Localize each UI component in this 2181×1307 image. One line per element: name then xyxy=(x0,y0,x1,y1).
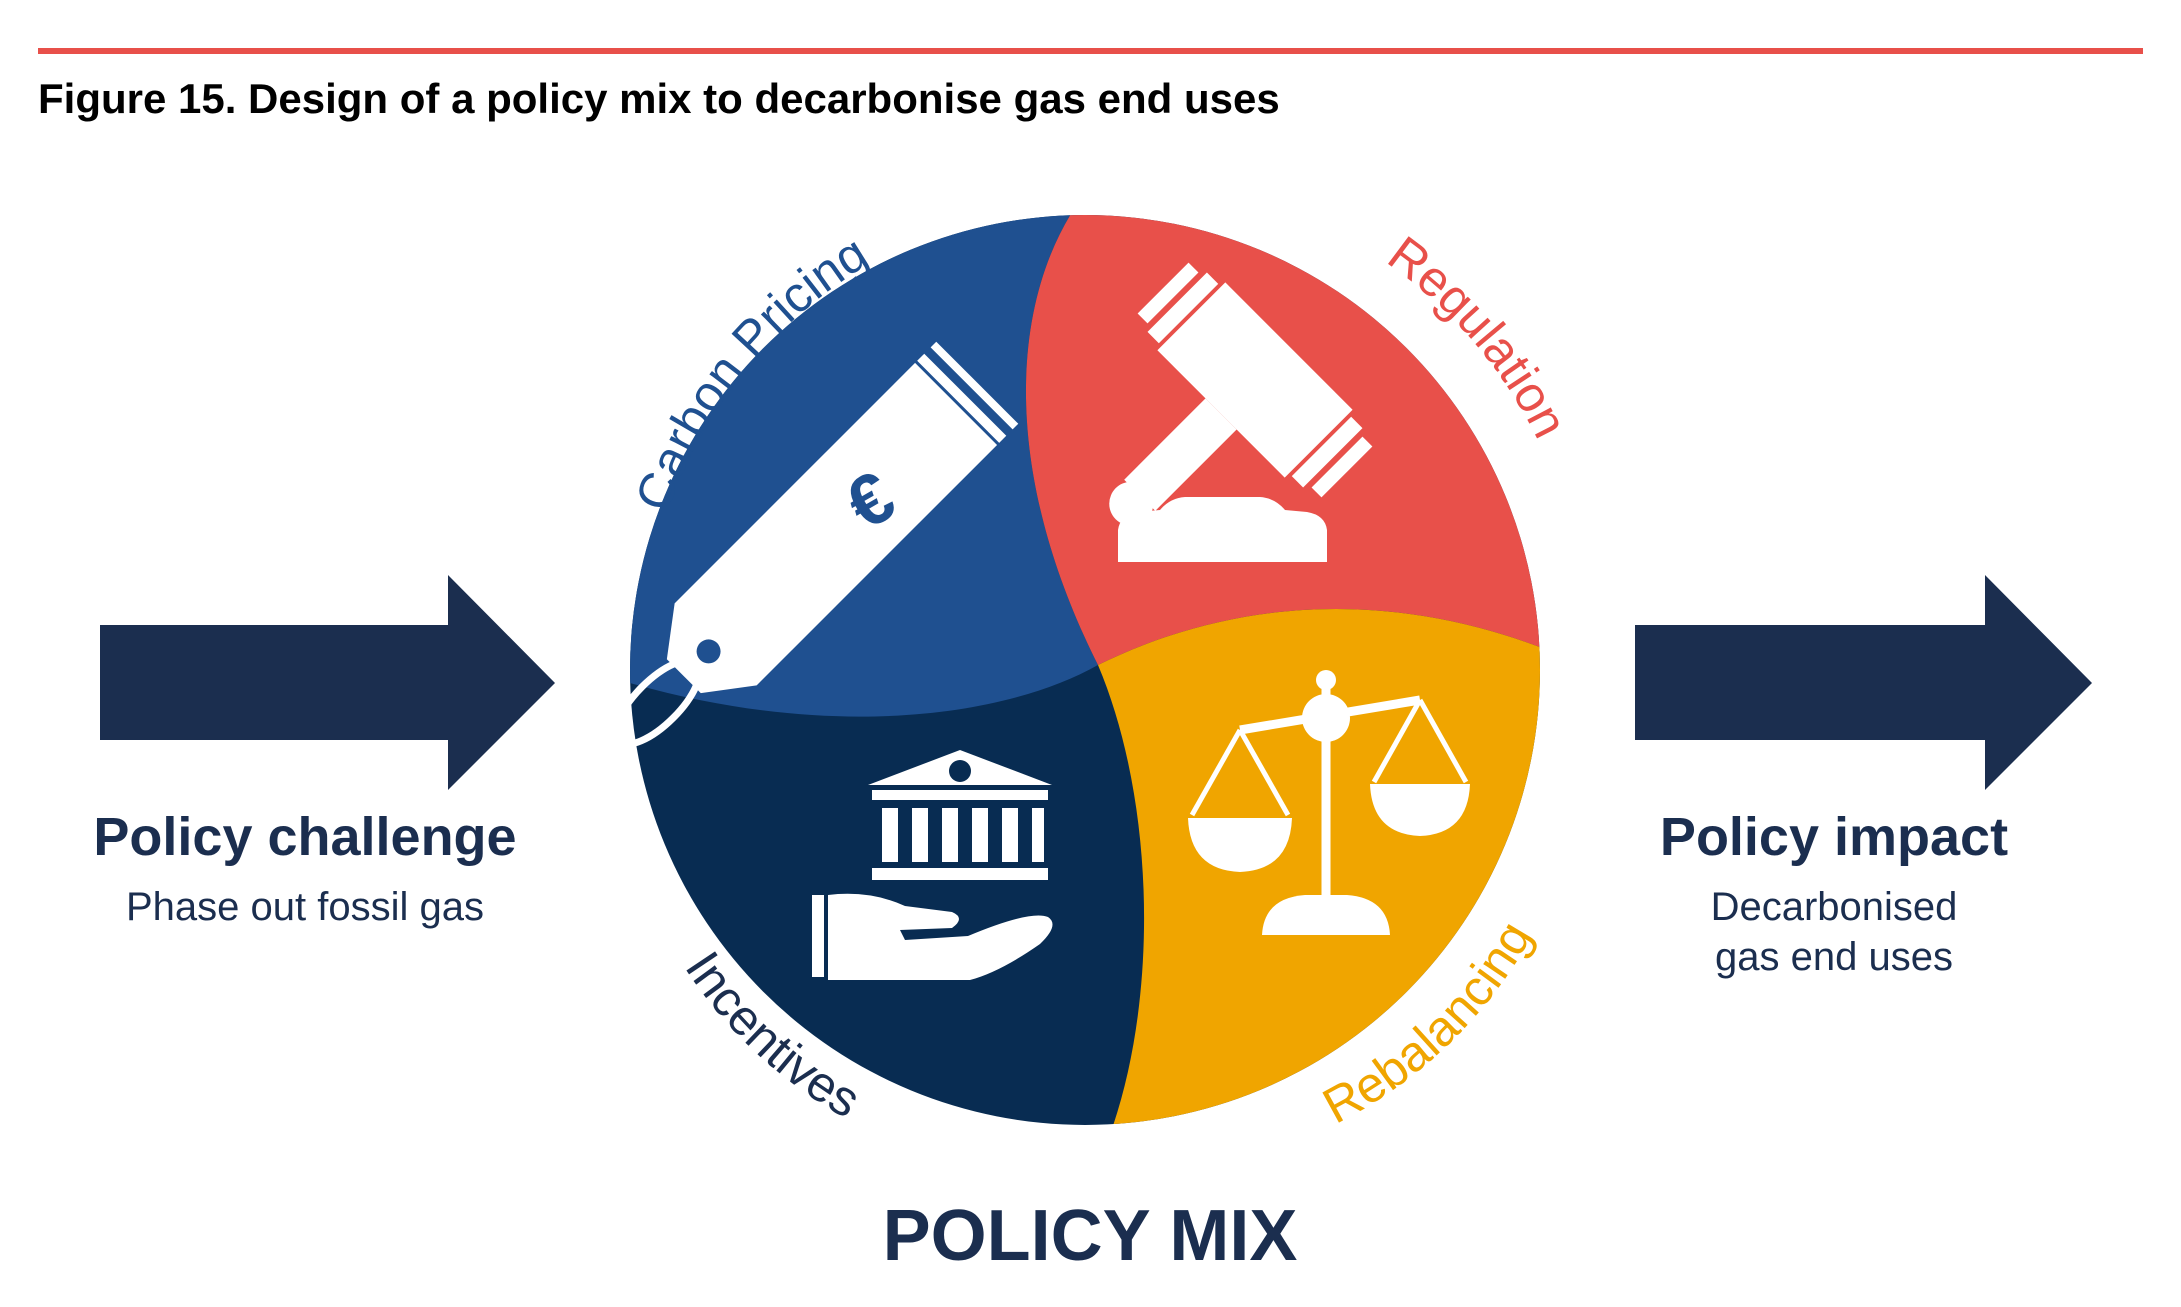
figure-title: Figure 15. Design of a policy mix to dec… xyxy=(38,75,1280,122)
right-arrow-icon xyxy=(1635,575,2092,790)
policy-challenge-sub: Phase out fossil gas xyxy=(126,885,484,929)
policy-challenge-heading: Policy challenge xyxy=(93,807,516,867)
left-arrow-icon xyxy=(100,575,555,790)
policy-impact-heading: Policy impact xyxy=(1660,807,2008,867)
bank-in-hand-icon xyxy=(812,750,1053,980)
policy-mix-label: POLICY MIX xyxy=(883,1196,1298,1276)
policy-impact-sub-line1: Decarbonised xyxy=(1711,885,1958,929)
gavel-icon xyxy=(1109,262,1373,562)
euro-price-tag-icon xyxy=(612,341,1019,748)
policy-impact-sub-line2: gas end uses xyxy=(1715,935,1953,979)
balance-scale-icon xyxy=(1188,670,1470,935)
header-accent-rule xyxy=(38,48,2143,54)
